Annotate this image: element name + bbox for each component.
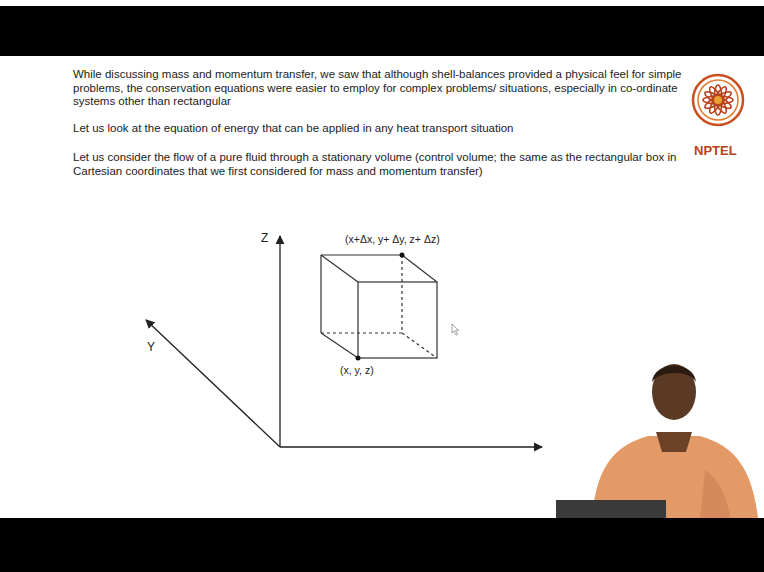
coordinate-label: (x+Δx, y+ Δy, z+ Δz) bbox=[345, 233, 440, 245]
mouse-cursor bbox=[452, 324, 459, 335]
logo-text: NPTEL bbox=[694, 143, 754, 158]
bottom-bar bbox=[0, 518, 764, 572]
nptel-logo bbox=[693, 75, 743, 125]
intro-paragraph: While discussing mass and momentum trans… bbox=[73, 68, 701, 109]
intro-paragraph: Let us consider the flow of a pure fluid… bbox=[73, 151, 701, 178]
corner-dot bbox=[356, 356, 361, 361]
axes bbox=[146, 236, 542, 447]
axis-label: Z bbox=[261, 231, 275, 245]
intro-paragraph: Let us look at the equation of energy th… bbox=[73, 122, 693, 136]
presenter bbox=[556, 364, 758, 518]
top-bar bbox=[0, 6, 764, 56]
control-volume-cube bbox=[321, 255, 437, 358]
corner-dot bbox=[400, 253, 405, 258]
axis-label: Y bbox=[147, 340, 161, 354]
coordinate-label: (x, y, z) bbox=[340, 364, 374, 376]
